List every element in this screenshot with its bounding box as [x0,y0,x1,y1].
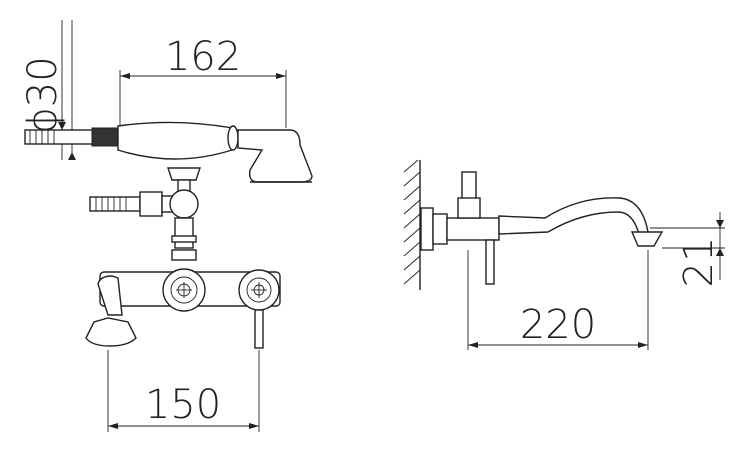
diameter-label: ϕ30 [20,56,66,133]
reach-label: 220 [520,302,596,348]
wall-flange [420,207,448,251]
riser [171,217,197,261]
front-view: ϕ30 162 [20,20,313,432]
wall [403,159,421,290]
length-label: 162 [165,34,241,80]
hose-upper [24,127,119,147]
height-dimension: 21 [650,212,725,287]
length-dimension: 162 [119,34,287,128]
height-label: 21 [676,237,722,288]
reach-dimension: 220 [467,250,649,350]
spout-side [498,197,664,247]
spout-front [85,275,137,347]
hose-lower [89,189,199,219]
handshower [117,121,313,183]
center-dimension: 150 [107,350,260,432]
center-label: 150 [145,382,221,428]
diameter-dimension: ϕ30 [20,20,76,160]
side-body [446,171,500,285]
side-view: 21 220 [403,159,725,350]
cross-handle-left [162,268,206,312]
cross-handle-right [238,269,280,349]
